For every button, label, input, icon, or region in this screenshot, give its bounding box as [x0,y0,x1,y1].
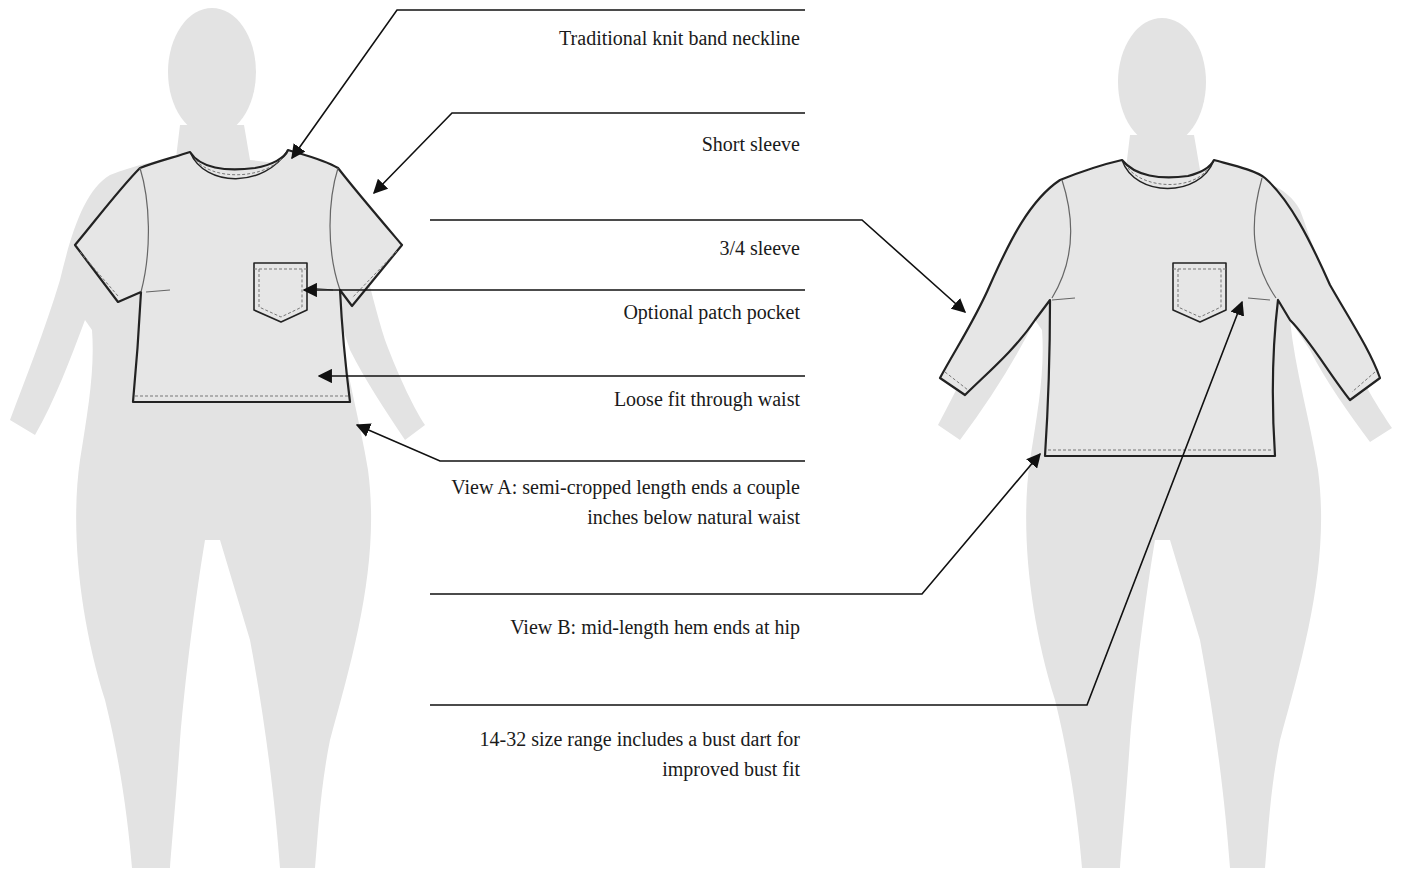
view-b-shirt [940,160,1380,456]
callout-label: 14-32 size range includes a bust dart fo… [426,724,800,784]
leader-line [292,10,1242,705]
callout-label: Traditional knit band neckline [420,23,800,53]
callout-label: Loose fit through waist [420,384,800,414]
callout-label: View A: semi-cropped length ends a coupl… [426,472,800,532]
callout-label: Optional patch pocket [420,297,800,327]
body-silhouette [938,18,1392,868]
callout-label: 3/4 sleeve [420,233,800,263]
callout-label: Short sleeve [420,129,800,159]
view-a-shirt [75,150,402,402]
body-silhouette [10,8,425,868]
callout-label: View B: mid-length hem ends at hip [420,612,800,642]
